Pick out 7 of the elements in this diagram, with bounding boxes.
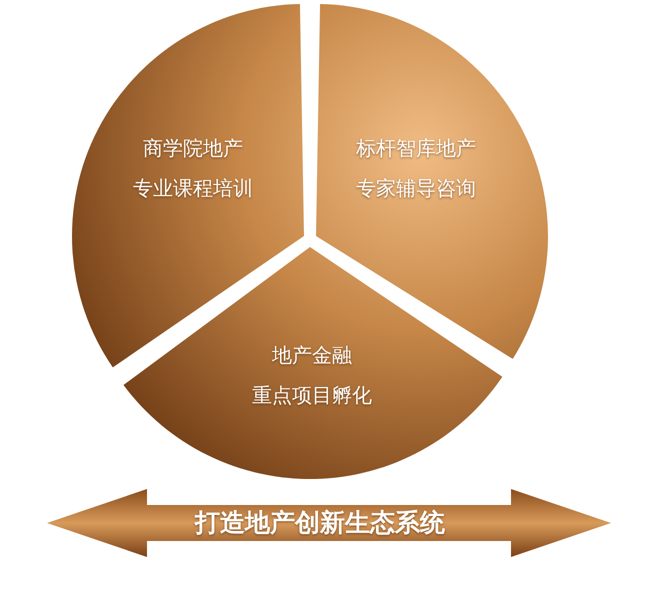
segment-label: 重点项目孵化 [252,382,372,409]
segment-label: 专业课程培训 [133,175,253,202]
segment-label: 地产金融 [271,342,353,369]
banner-title: 打造地产创新生态系统 [195,507,445,539]
segment-label: 专家辅导咨询 [356,175,476,202]
segment-label: 商学院地产 [142,135,244,162]
segment-label: 标杆智库地产 [356,135,476,162]
